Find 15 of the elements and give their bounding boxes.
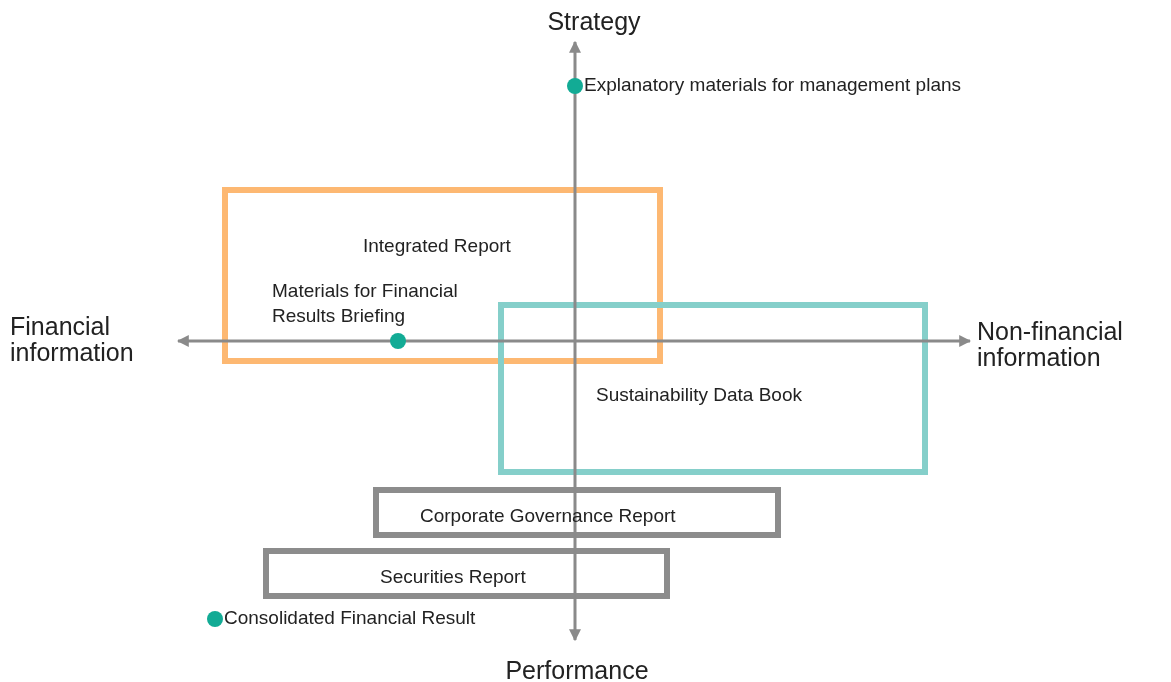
axis-label: Non-financial information — [977, 318, 1124, 370]
document-label: Explanatory materials for management plans — [584, 74, 962, 96]
axis-label: Performance — [504, 657, 650, 682]
axis-label: Strategy — [546, 8, 642, 34]
document-label: Materials for Financial Results Briefing — [272, 279, 459, 328]
report-box — [373, 487, 781, 538]
report-box — [263, 548, 670, 599]
report-title: Integrated Report — [363, 235, 511, 257]
axis-label: Financial information — [10, 313, 135, 365]
report-box — [222, 187, 663, 364]
report-title: Corporate Governance Report — [420, 505, 676, 527]
report-title: Securities Report — [380, 566, 526, 588]
report-title: Sustainability Data Book — [596, 384, 802, 406]
document-label: Consolidated Financial Result — [224, 607, 476, 629]
report-box — [498, 302, 928, 475]
